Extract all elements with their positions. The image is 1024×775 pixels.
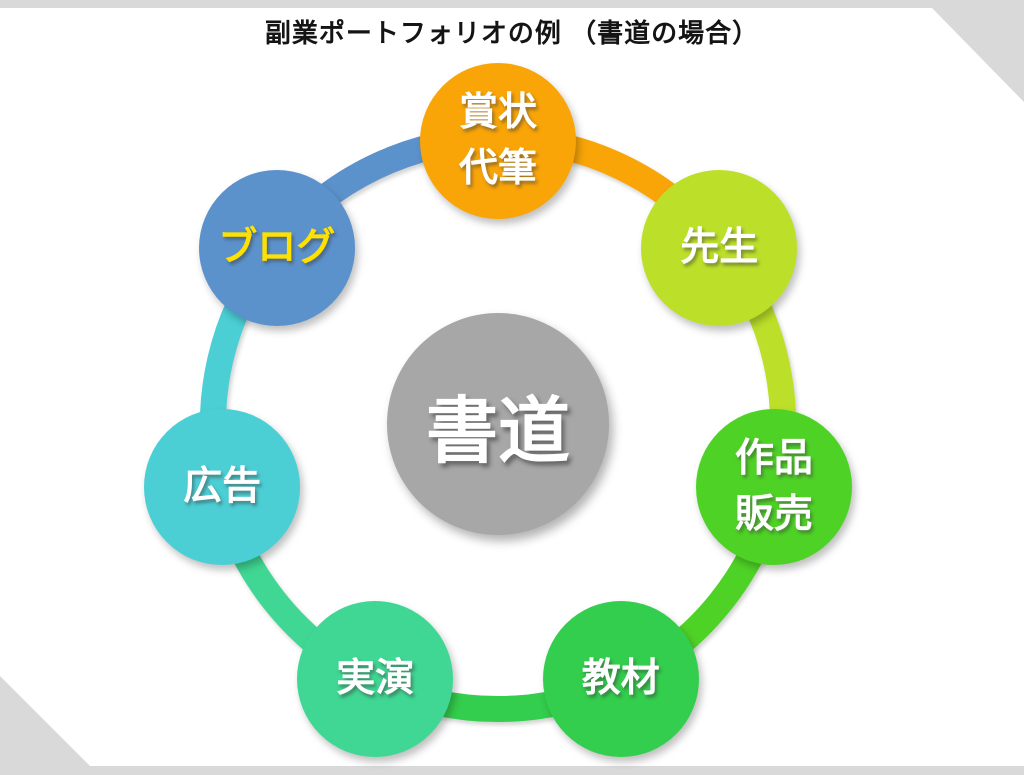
hub-label: 書道 bbox=[425, 391, 570, 472]
node-teaching-materials: 教材 bbox=[542, 600, 699, 757]
node-advertising: 広告 bbox=[144, 408, 301, 565]
hub-circle-shodo: 書道 bbox=[387, 313, 609, 535]
slide-title: 副業ポートフォリオの例 （書道の場合） bbox=[264, 18, 760, 48]
node-artwork-sales: 作品販売 bbox=[695, 408, 852, 565]
node-label-artwork-sales: 作品販売 bbox=[734, 436, 813, 536]
node-label-advertising: 広告 bbox=[183, 464, 262, 508]
decor-top-strip bbox=[0, 0, 1024, 8]
decor-bottom-left-triangle bbox=[0, 676, 90, 766]
node-demonstration: 実演 bbox=[297, 600, 454, 757]
node-blog: ブログ bbox=[198, 169, 355, 326]
node-teacher: 先生 bbox=[641, 169, 798, 326]
node-label-teacher: 先生 bbox=[680, 225, 759, 269]
node-label-award-certificate-writing: 賞状代筆 bbox=[458, 91, 537, 190]
node-label-teaching-materials: 教材 bbox=[581, 656, 660, 700]
decor-bottom-strip bbox=[0, 766, 1024, 775]
node-award-certificate-writing: 賞状代筆 bbox=[420, 63, 576, 219]
node-label-demonstration: 実演 bbox=[336, 656, 415, 700]
node-label-blog: ブログ bbox=[218, 225, 336, 269]
decor-top-right-triangle bbox=[932, 8, 1024, 102]
